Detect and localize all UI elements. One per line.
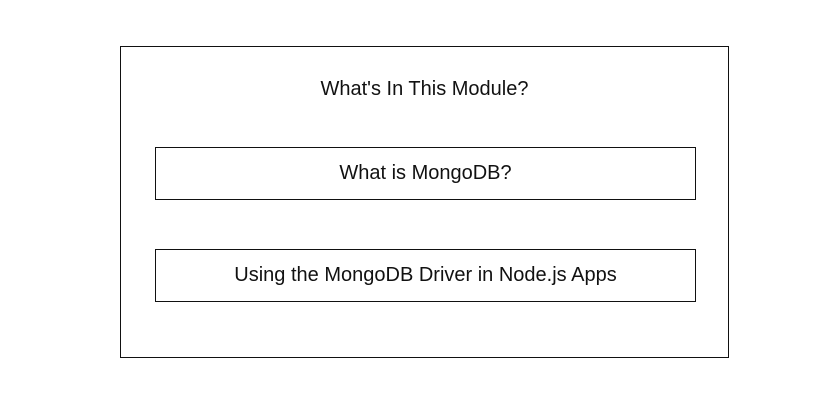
module-topic-label: What is MongoDB?	[339, 162, 512, 184]
module-topic-box: Using the MongoDB Driver in Node.js Apps	[155, 249, 696, 302]
module-title: What's In This Module?	[320, 78, 529, 100]
module-overview-box: What's In This Module? What is MongoDB? …	[120, 46, 729, 358]
module-topic-box: What is MongoDB?	[155, 147, 696, 200]
module-topic-label: Using the MongoDB Driver in Node.js Apps	[234, 264, 617, 286]
